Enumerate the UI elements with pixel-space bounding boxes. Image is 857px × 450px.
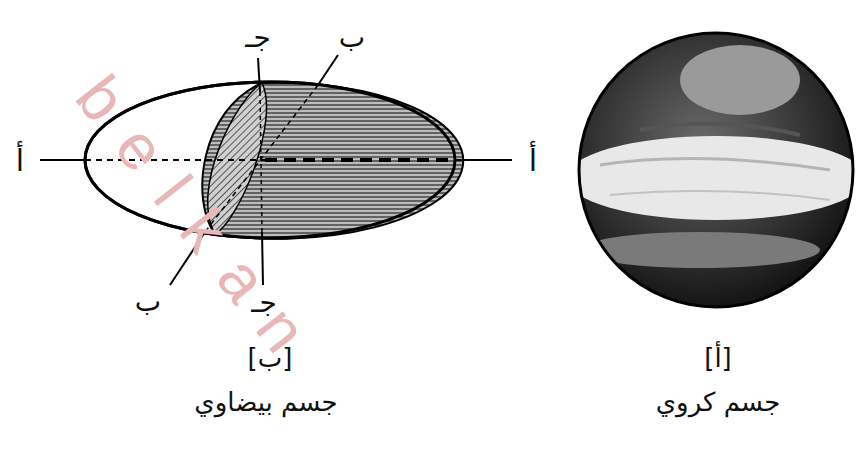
axis-letter: جـ: [245, 23, 271, 54]
axis-letter: جـ: [251, 288, 277, 319]
axis-letter: ب: [135, 287, 161, 318]
figure-number: [ب]: [248, 344, 293, 373]
watermark: belkan: [62, 63, 337, 387]
axis-letter: أ: [16, 144, 24, 177]
axis-letter: أ: [529, 144, 537, 177]
figure-number: [أ]: [704, 344, 732, 373]
figure-caption: جسم كروي: [656, 388, 780, 417]
sphere-figure: [566, 33, 857, 307]
figure-caption: جسم بيضاوي: [194, 388, 337, 417]
axis-letter: ب: [339, 23, 365, 54]
